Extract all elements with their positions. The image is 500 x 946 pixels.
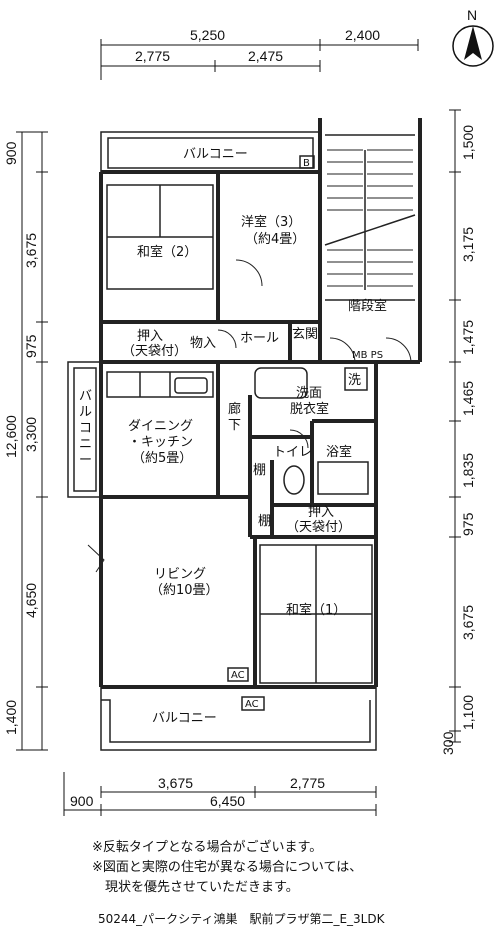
dim-top-sub-2: 2,475 bbox=[248, 48, 283, 64]
compass-north-label: N bbox=[467, 7, 477, 23]
dim-left-4: 3,300 bbox=[23, 417, 39, 452]
dim-left-total: 12,600 bbox=[3, 415, 19, 458]
toilet-label: トイレ bbox=[273, 445, 312, 460]
dim-right-7: 3,675 bbox=[460, 605, 476, 640]
ac-label-1: AC bbox=[231, 670, 245, 681]
dim-left-1: 900 bbox=[3, 141, 19, 165]
dim-bottom-total: 6,450 bbox=[210, 793, 245, 809]
dim-right-4: 1,465 bbox=[460, 381, 476, 416]
dim-left-6: 1,400 bbox=[3, 700, 19, 735]
tana1-label: 棚 bbox=[253, 463, 266, 478]
living-label-1: リビング bbox=[154, 567, 206, 582]
balcony-bottom-label: バルコニー bbox=[152, 711, 217, 726]
dim-left-5: 4,650 bbox=[23, 583, 39, 618]
dim-right-9: 300 bbox=[440, 731, 456, 755]
senmen-label-2: 脱衣室 bbox=[290, 401, 329, 417]
oshiire-label-1: 押入 bbox=[137, 329, 163, 344]
bottom-dimensions bbox=[63, 772, 377, 816]
right-dimensions bbox=[449, 109, 461, 743]
dim-left-2: 3,675 bbox=[23, 233, 39, 268]
monoire-label: 物入 bbox=[190, 336, 216, 351]
washitsu2-label: 和室（2） bbox=[137, 244, 197, 260]
dining-label-3: （約5畳） bbox=[132, 451, 192, 466]
dim-top-sub-1: 2,775 bbox=[135, 48, 170, 64]
mbps-label: MB PS bbox=[352, 350, 383, 361]
left-dimensions bbox=[16, 131, 48, 751]
yoshitsu3-label-1: 洋室（3） bbox=[241, 214, 301, 230]
footer-caption: 50244_パークシティ鴻巣 駅前プラザ第二_E_3LDK bbox=[98, 912, 385, 926]
wash-label: 洗 bbox=[348, 373, 361, 388]
dim-bottom-sub-1: 3,675 bbox=[158, 775, 193, 791]
balcony-side-1: バ bbox=[79, 389, 92, 404]
door-swings bbox=[87, 259, 412, 573]
dim-right-6: 975 bbox=[460, 512, 476, 536]
north-compass: N bbox=[452, 7, 494, 67]
balcony-side-5: ー bbox=[79, 453, 92, 468]
top-dimensions bbox=[100, 39, 419, 80]
yoshitsu3-label-2: （約4畳） bbox=[245, 232, 305, 247]
thin-lines bbox=[67, 131, 416, 751]
rouka-label-2: 下 bbox=[228, 418, 241, 433]
balcony-side-3: コ bbox=[79, 421, 92, 436]
dining-label-2: ・キッチン bbox=[128, 435, 193, 450]
b-mark: B bbox=[303, 158, 310, 169]
ac-label-2: AC bbox=[245, 699, 259, 710]
stair-treads bbox=[327, 149, 413, 287]
note-1: ※反転タイプとなる場合がございます。 bbox=[92, 840, 323, 855]
note-2: ※図面と実際の住宅が異なる場合については、 bbox=[92, 860, 363, 875]
senmen-label-1: 洗面 bbox=[296, 386, 322, 401]
dim-right-2: 3,175 bbox=[460, 227, 476, 262]
oshiire-label-2: （天袋付） bbox=[122, 344, 187, 359]
tana2-label: 棚 bbox=[258, 514, 271, 529]
dim-bottom-sub-2: 2,775 bbox=[290, 775, 325, 791]
dim-right-1: 1,500 bbox=[460, 125, 476, 160]
rouka-label-1: 廊 bbox=[228, 401, 241, 417]
dim-right-3: 1,475 bbox=[460, 320, 476, 355]
living-label-2: （約10畳） bbox=[150, 583, 219, 598]
genkan-label: 玄関 bbox=[292, 327, 318, 342]
balcony-top-label: バルコニー bbox=[183, 147, 248, 162]
dim-left-3: 975 bbox=[23, 334, 39, 358]
dim-right-5: 1,835 bbox=[460, 453, 476, 488]
dim-right-8: 1,100 bbox=[460, 695, 476, 730]
note-3: 現状を優先させていただきます。 bbox=[92, 880, 299, 895]
washitsu1-label: 和室（1） bbox=[286, 602, 346, 618]
bath-label: 浴室 bbox=[326, 444, 352, 460]
balcony-side-2: ル bbox=[79, 405, 92, 420]
stairs-label: 階段室 bbox=[348, 298, 387, 314]
hall-label: ホール bbox=[240, 331, 279, 346]
oshiire2-label-1: 押入 bbox=[308, 505, 334, 520]
dim-bottom-left: 900 bbox=[70, 793, 94, 809]
dining-label-1: ダイニング bbox=[128, 419, 193, 434]
dim-top-total-right: 2,400 bbox=[345, 27, 380, 43]
oshiire2-label-2: （天袋付） bbox=[286, 520, 351, 535]
dim-top-total-left: 5,250 bbox=[190, 27, 225, 43]
balcony-side-4: ニ bbox=[79, 437, 92, 452]
